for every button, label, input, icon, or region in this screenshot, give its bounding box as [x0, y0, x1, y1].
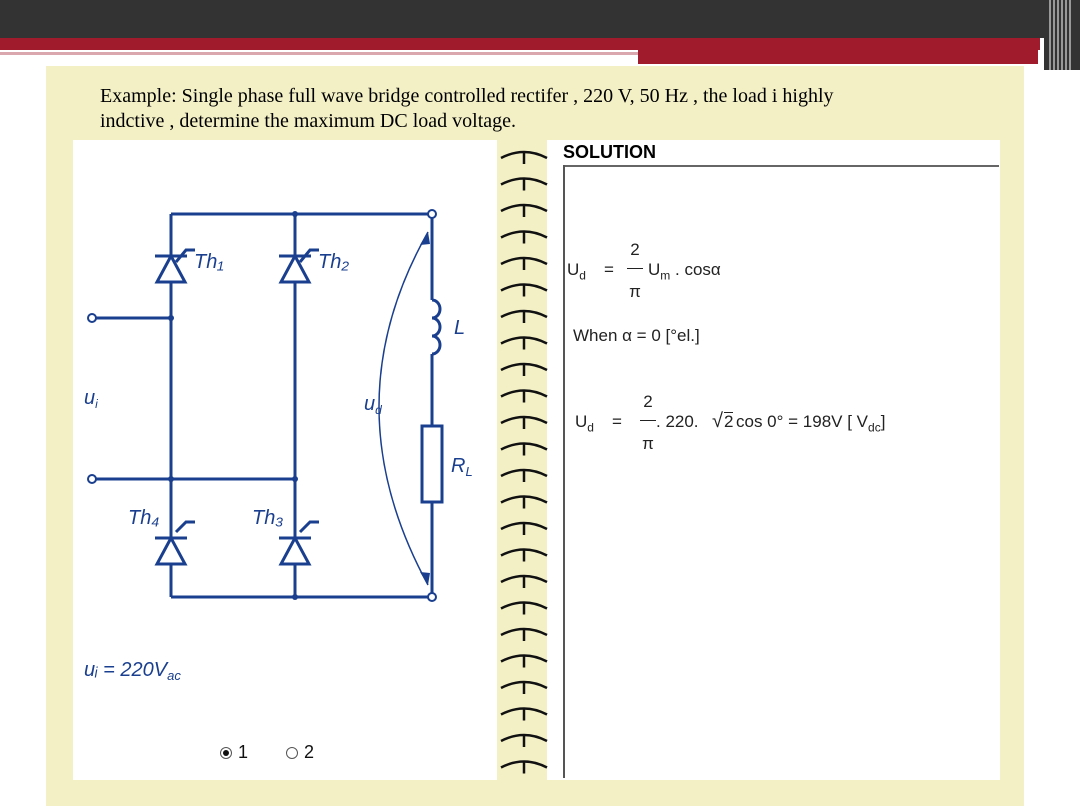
thyristor-th2 [278, 248, 319, 284]
voltage-arrow [378, 231, 429, 586]
problem-line-1: Example: Single phase full wave bridge c… [100, 85, 834, 107]
sqrt-symbol: √ [712, 410, 723, 432]
solution-card [547, 140, 1000, 780]
radio-label-2: 2 [304, 742, 315, 762]
solution-divider [563, 165, 999, 167]
solution-border [563, 165, 565, 778]
thyristor-th4 [154, 520, 195, 566]
bridge-rectifier-circuit: Th₁ Th₂ Th₄ Th₃ L RL ui ud uᵢ = 220Vac [84, 209, 473, 683]
radio-1[interactable] [220, 746, 232, 759]
radio-2[interactable] [286, 746, 298, 759]
terminal-output-top [427, 209, 437, 219]
label-input-voltage: ui [84, 387, 98, 411]
condition-text: When α = 0 [°el.] [573, 326, 700, 345]
problem-line-2: indctive , determine the maximum DC load… [100, 110, 517, 132]
spiral-binding [500, 150, 548, 774]
accent-bar [0, 38, 1040, 50]
accent-bar-lower [638, 50, 1038, 64]
label-th4: Th₄ [128, 507, 159, 529]
label-th1: Th₁ [194, 251, 224, 273]
resistor-symbol [420, 424, 444, 504]
inductor-symbol [431, 298, 442, 356]
supply-note: uᵢ = 220Vac [84, 659, 181, 683]
label-th3: Th₃ [252, 507, 283, 529]
radio-label-1: 1 [238, 742, 249, 762]
terminal-output-bottom [427, 592, 437, 602]
problem-statement: Example: Single phase full wave bridge c… [100, 84, 1000, 134]
terminal-input-bottom [87, 474, 97, 484]
label-output-voltage: ud [364, 393, 382, 417]
accent-line [0, 52, 638, 55]
label-th2: Th₂ [318, 251, 349, 273]
top-bar [0, 0, 1080, 38]
page-option-2[interactable]: 2 [286, 742, 314, 763]
thyristor-th1 [154, 248, 195, 284]
thyristor-th3 [278, 520, 319, 566]
terminal-input-top [87, 313, 97, 323]
solution-title: SOLUTION [563, 142, 656, 162]
corner-decoration [1044, 0, 1080, 70]
label-inductor: L [454, 317, 465, 339]
page-option-1[interactable]: 1 [220, 742, 248, 763]
label-resistor: RL [451, 455, 473, 479]
